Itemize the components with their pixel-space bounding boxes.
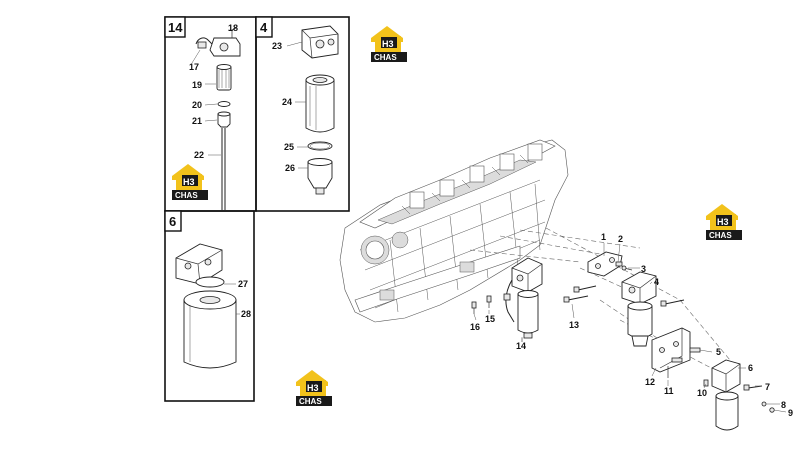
engine-block: [339, 139, 569, 323]
svg-text:H3: H3: [183, 177, 195, 187]
callout-10: 10: [697, 388, 707, 398]
filter-head-27: [175, 243, 223, 285]
svg-text:CHAS: CHAS: [709, 231, 732, 240]
svg-text:H3: H3: [382, 39, 394, 49]
callout-23: 23: [272, 41, 282, 51]
callout-13: 13: [569, 320, 579, 330]
svg-text:CHAS: CHAS: [299, 397, 322, 406]
main-callouts: 1 2 3 4 5 6 7 8 9 10 11 12 13 14 15 16: [470, 232, 793, 418]
frame-6: [164, 210, 255, 402]
callout-7: 7: [765, 382, 770, 392]
frame-14-parts: 17 18 19 20 21 22: [189, 23, 241, 210]
callout-11: 11: [664, 386, 674, 396]
callout-18: 18: [228, 23, 238, 33]
callout-14: 14: [516, 341, 526, 351]
svg-text:CHAS: CHAS: [374, 53, 397, 62]
bolt-10: [703, 379, 709, 387]
callout-8: 8: [781, 400, 786, 410]
callout-12: 12: [645, 377, 655, 387]
bolts-13-15-16: [471, 285, 685, 314]
callout-20: 20: [192, 100, 202, 110]
callout-24: 24: [282, 97, 292, 107]
sensor-17: [197, 41, 207, 49]
callout-16: 16: [470, 322, 480, 332]
frame-label-6: 6: [169, 214, 176, 229]
bolt-5: [689, 347, 701, 353]
bracket-1: [587, 251, 633, 277]
h3-chas-logo: H3 CHAS: [296, 370, 332, 406]
frame-label-4: 4: [260, 20, 268, 35]
callout-5: 5: [716, 347, 721, 357]
callout-9: 9: [788, 408, 793, 418]
callout-2: 2: [618, 234, 623, 244]
callout-19: 19: [192, 80, 202, 90]
h3-chas-logo: H3 CHAS: [371, 26, 407, 62]
callout-6: 6: [748, 363, 753, 373]
callout-3: 3: [641, 264, 646, 274]
drain-pipe-22: [221, 128, 226, 210]
o-ring-25: [307, 141, 333, 151]
callout-1: 1: [601, 232, 606, 242]
bolt-2: [615, 261, 623, 267]
filter-canister-28: [183, 299, 237, 369]
callout-22: 22: [194, 150, 204, 160]
callout-21: 21: [192, 116, 202, 126]
nut-9: [769, 407, 775, 413]
bolt-7: [747, 385, 763, 389]
bracket-12: [651, 327, 701, 378]
frame-4-parts: 23 24 25 26: [272, 25, 339, 195]
callout-25: 25: [284, 142, 294, 152]
callout-15: 15: [485, 314, 495, 324]
washer-8: [761, 401, 767, 407]
frame-label-14: 14: [168, 20, 183, 35]
svg-text:H3: H3: [307, 383, 319, 393]
callout-26: 26: [285, 163, 295, 173]
svg-text:CHAS: CHAS: [175, 191, 198, 200]
callout-4: 4: [654, 277, 659, 287]
callout-27: 27: [238, 279, 248, 289]
fuel-filter-4: [621, 271, 657, 347]
inset-frames: 14 4 6: [164, 16, 350, 402]
frame-6-parts: 27 28: [175, 243, 251, 369]
svg-text:H3: H3: [717, 217, 729, 227]
filter-canister-24: [305, 79, 335, 133]
h3-chas-logo: H3 CHAS: [706, 204, 742, 240]
fuel-filter-assembly-14: [503, 257, 543, 342]
frame-4: [255, 16, 350, 212]
o-ring-20: [217, 101, 231, 107]
callout-17: 17: [189, 62, 199, 72]
callout-28: 28: [241, 309, 251, 319]
fuel-filter-6: [703, 359, 775, 431]
h3-chas-logo: H3 CHAS: [172, 164, 208, 200]
